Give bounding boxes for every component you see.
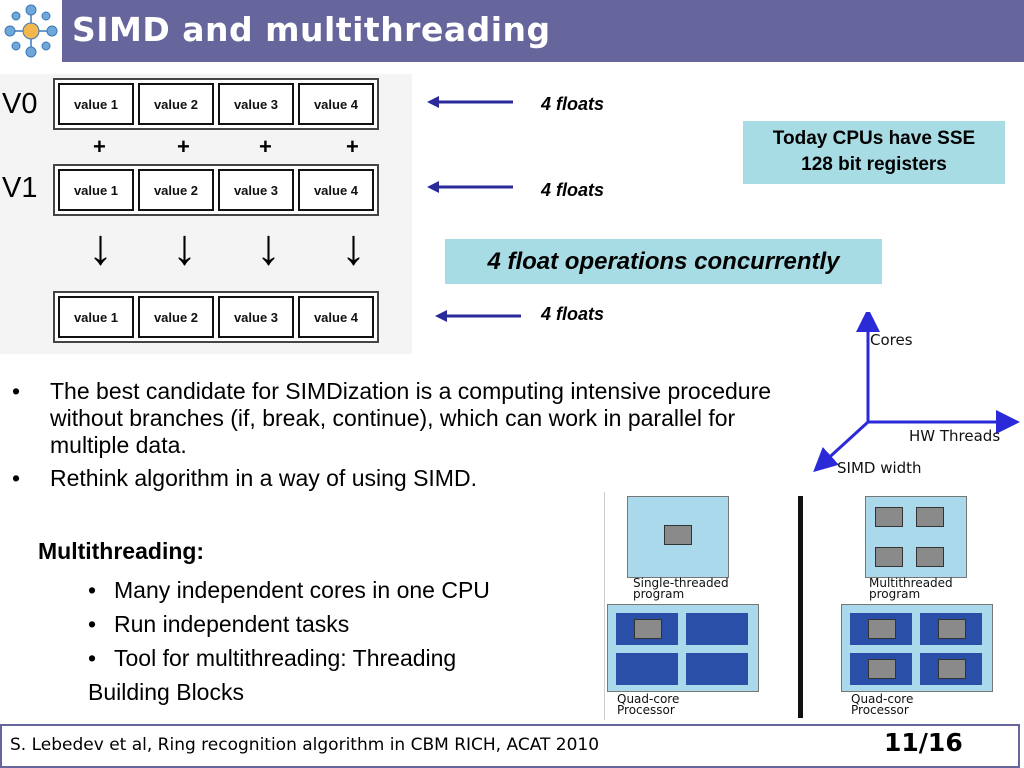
- register-cell: value 3: [218, 169, 294, 211]
- threading-diagram: Single-threaded program Multithreaded pr…: [604, 492, 993, 720]
- footer: [0, 724, 1020, 768]
- list-item: •Run independent tasks: [88, 611, 350, 637]
- register-cell: value 3: [218, 296, 294, 338]
- quad-core-box: [841, 604, 993, 692]
- list-item-text: Many independent cores in one CPU: [114, 577, 490, 603]
- thread-block: [916, 507, 944, 527]
- caption-multithreaded: Multithreaded program: [869, 576, 953, 601]
- thread-block: [938, 619, 966, 639]
- axis-label-simd-width: SIMD width: [837, 459, 922, 477]
- register-row-result: value 1 value 2 value 3 value 4: [53, 291, 379, 343]
- plus-sign: +: [93, 134, 106, 159]
- thread-block: [634, 619, 662, 639]
- caption-line: Single-threaded: [633, 576, 729, 590]
- axis-label-cores: Cores: [870, 331, 913, 349]
- register-label-v0: V0: [2, 88, 38, 120]
- thread-block: [664, 525, 692, 545]
- multi-thread-box: [865, 496, 967, 578]
- bullet-item: •Rethink algorithm in a way of using SIM…: [12, 465, 477, 492]
- left-arrow-icon: [427, 96, 513, 108]
- register-cell: value 1: [58, 169, 134, 211]
- register-row-v1: value 1 value 2 value 3 value 4: [53, 164, 379, 216]
- caption-line: Multithreaded: [869, 576, 953, 590]
- bullet-list: •The best candidate for SIMDization is a…: [12, 378, 802, 499]
- sse-callout: Today CPUs have SSE 128 bit registers: [743, 121, 1005, 184]
- caption-quad-core-left: Quad-core Processor: [617, 692, 680, 717]
- caption-line: Processor: [851, 703, 909, 717]
- floats-label-v1: 4 floats: [541, 180, 605, 200]
- thread-block: [938, 659, 966, 679]
- down-arrow-icon: ↓: [256, 219, 281, 275]
- core-block: [686, 653, 748, 685]
- floats-label-result: 4 floats: [541, 304, 605, 324]
- caption-line: program: [633, 587, 685, 601]
- single-thread-box: [627, 496, 729, 578]
- register-cell: value 4: [298, 83, 374, 125]
- thread-block: [875, 547, 903, 567]
- axis-label-hw-threads: HW Threads: [909, 427, 1001, 445]
- list-item-continuation: Building Blocks: [88, 679, 244, 705]
- register-cell: value 3: [218, 83, 294, 125]
- core-block: [686, 613, 748, 645]
- page-number: 11/16: [884, 728, 963, 757]
- list-item: •Many independent cores in one CPU: [88, 577, 490, 603]
- sse-callout-line: Today CPUs have SSE: [772, 128, 976, 149]
- slide-title: SIMD and multithreading: [72, 10, 551, 49]
- plus-sign: +: [259, 134, 272, 159]
- left-arrow-icon: [427, 181, 513, 193]
- register-cell: value 1: [58, 83, 134, 125]
- bullet-text: The best candidate for SIMDization is a …: [50, 378, 772, 459]
- register-row-v0: value 1 value 2 value 3 value 4: [53, 78, 379, 130]
- floats-label-v0: 4 floats: [541, 94, 605, 114]
- caption-line: program: [869, 587, 921, 601]
- parallelism-axes: [813, 312, 1020, 472]
- caption-line: Quad-core: [851, 692, 914, 706]
- sse-callout-line: 128 bit registers: [801, 154, 947, 175]
- down-arrow-icon: ↓: [172, 219, 197, 275]
- header-bar: [62, 0, 1024, 62]
- thread-block: [875, 507, 903, 527]
- caption-quad-core-right: Quad-core Processor: [851, 692, 914, 717]
- down-arrow-icon: ↓: [88, 219, 113, 275]
- register-cell: value 2: [138, 296, 214, 338]
- left-arrow-icon: [435, 310, 521, 322]
- list-item-text: Run independent tasks: [114, 611, 350, 637]
- register-cell: value 4: [298, 296, 374, 338]
- plus-sign: +: [177, 134, 190, 159]
- caption-line: Processor: [617, 703, 675, 717]
- multithreading-list: •Many independent cores in one CPU •Run …: [88, 573, 490, 709]
- footer-citation: S. Lebedev et al, Ring recognition algor…: [10, 735, 600, 755]
- thread-block: [868, 619, 896, 639]
- caption-single-threaded: Single-threaded program: [633, 576, 729, 601]
- quad-core-box: [607, 604, 759, 692]
- plus-sign: +: [346, 134, 359, 159]
- thread-block: [868, 659, 896, 679]
- multithreading-title: Multithreading:: [38, 538, 205, 564]
- register-cell: value 4: [298, 169, 374, 211]
- caption-line: Quad-core: [617, 692, 680, 706]
- bullet-text: Rethink algorithm in a way of using SIMD…: [50, 465, 477, 492]
- divider: [798, 496, 803, 718]
- down-arrow-icon: ↓: [341, 219, 366, 275]
- bullet-item: •The best candidate for SIMDization is a…: [12, 378, 772, 459]
- list-item: •Tool for multithreading: Threading: [88, 645, 457, 671]
- concurrent-callout: 4 float operations concurrently: [445, 239, 882, 284]
- register-label-v1: V1: [2, 172, 38, 204]
- list-item-text: Tool for multithreading: Threading: [114, 645, 457, 671]
- core-block: [616, 653, 678, 685]
- register-cell: value 2: [138, 169, 214, 211]
- thread-block: [916, 547, 944, 567]
- register-cell: value 2: [138, 83, 214, 125]
- register-cell: value 1: [58, 296, 134, 338]
- logo-icon: [4, 4, 58, 58]
